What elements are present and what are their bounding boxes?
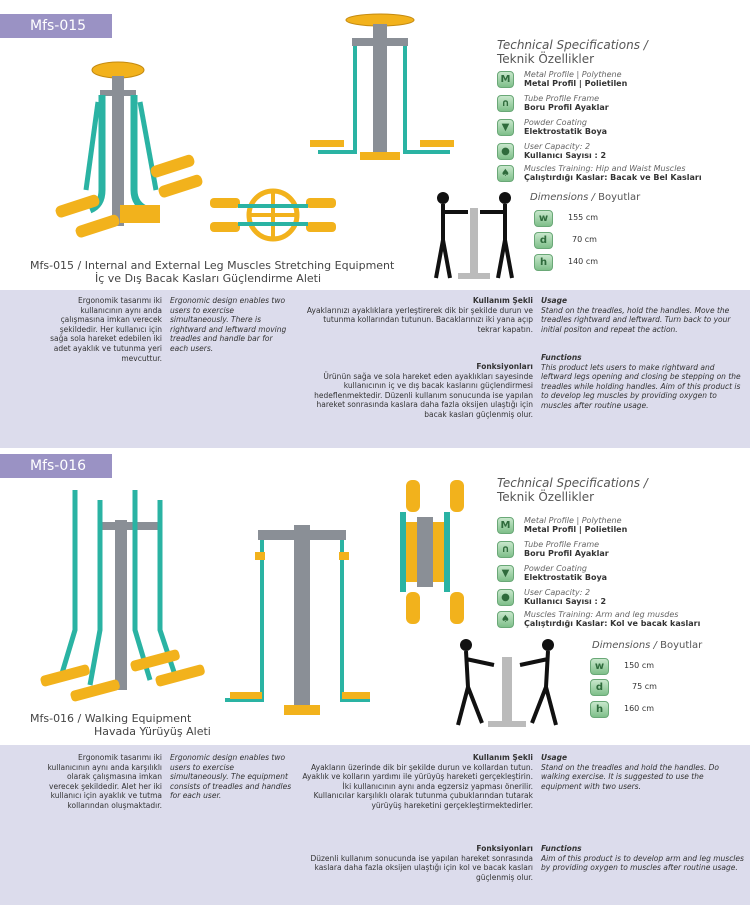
dimension-height: h 140 cm <box>534 254 624 272</box>
functions-tr-block: Fonksiyonları Düzenli kullanım sonucunda… <box>310 844 533 882</box>
dimension-width: w 155 cm <box>534 210 624 228</box>
coating-icon: ▼ <box>497 565 514 582</box>
dimension-depth: d 75 cm <box>590 679 680 697</box>
height-icon: h <box>534 254 553 271</box>
equipment-drawing <box>40 490 370 715</box>
dimension-height: h 160 cm <box>590 701 680 719</box>
material-icon: M <box>497 71 514 88</box>
product-illustrations <box>40 40 460 265</box>
functions-en-block: Functions This product lets users to mak… <box>541 353 741 410</box>
front-view-drawing <box>310 12 470 162</box>
product-title-tr: Havada Yürüyüş Aleti <box>94 725 211 738</box>
product-title-en: Mfs-016 / Walking Equipment <box>30 712 192 725</box>
usage-en-block: Usage Stand on the treadles and hold the… <box>541 753 719 791</box>
height-icon: h <box>590 701 609 718</box>
usage-tr-block: Kullanım Şekli Ayakların üzerinde dik bi… <box>302 753 533 810</box>
equipment-drawing <box>55 61 336 242</box>
material-icon: M <box>497 517 514 534</box>
usage-silhouette <box>428 188 520 283</box>
width-icon: w <box>534 210 553 227</box>
functions-tr-block: Fonksiyonları Ürünün sağa ve sola hareke… <box>314 362 533 419</box>
description-en: Ergonomic design enables two users to ex… <box>170 753 292 801</box>
description-panel: Ergonomik tasarımı iki kullanıcının aynı… <box>0 290 750 448</box>
functions-en-block: Functions Aim of this product is to deve… <box>541 844 744 873</box>
specs-heading: Technical Specifications / Teknik Özelli… <box>497 476 648 504</box>
dimension-width: w 150 cm <box>590 658 680 676</box>
description-tr: Ergonomik tasarımı iki kullanıcının aynı… <box>47 753 162 810</box>
muscle-icon: ♠ <box>497 611 514 628</box>
product-section-mfs-015: Mfs-015 <box>0 0 750 450</box>
description-tr: Ergonomik tasarımı iki kullanıcının aynı… <box>50 296 162 363</box>
dimension-depth: d 70 cm <box>534 232 624 250</box>
width-icon: w <box>590 658 609 675</box>
product-title-en: Mfs-015 / Internal and External Leg Musc… <box>30 259 395 272</box>
product-illustrations <box>30 480 370 720</box>
depth-icon: d <box>534 232 553 249</box>
product-code-badge: Mfs-016 <box>0 454 112 478</box>
user-icon: ● <box>497 143 514 160</box>
coating-icon: ▼ <box>497 119 514 136</box>
dimensions-heading: Dimensions / Boyutlar <box>530 192 641 203</box>
usage-en-block: Usage Stand on the treadles, hold the ha… <box>541 296 731 334</box>
depth-icon: d <box>590 679 609 696</box>
product-section-mfs-016: Mfs-016 <box>0 450 750 915</box>
specs-heading: Technical Specifications / Teknik Özelli… <box>497 38 648 66</box>
user-icon: ● <box>497 589 514 606</box>
description-en: Ergonomic design enables two users to ex… <box>170 296 287 353</box>
spec-row-muscles: ♠ Muscles Training: Hip and Waist Muscle… <box>497 164 750 184</box>
description-panel: Ergonomik tasarımı iki kullanıcının aynı… <box>0 745 750 905</box>
top-view-drawing <box>370 472 480 632</box>
frame-icon: ∩ <box>497 95 514 112</box>
usage-silhouette <box>448 635 566 730</box>
dimensions-heading: Dimensions / Boyutlar <box>592 640 703 651</box>
product-title-tr: İç ve Dış Bacak Kasları Güçlendirme Alet… <box>95 272 322 285</box>
product-code-badge: Mfs-015 <box>0 14 112 38</box>
muscle-icon: ♠ <box>497 165 514 182</box>
frame-icon: ∩ <box>497 541 514 558</box>
usage-tr-block: Kullanım Şekli Ayaklarınızı ayaklıklara … <box>306 296 533 334</box>
